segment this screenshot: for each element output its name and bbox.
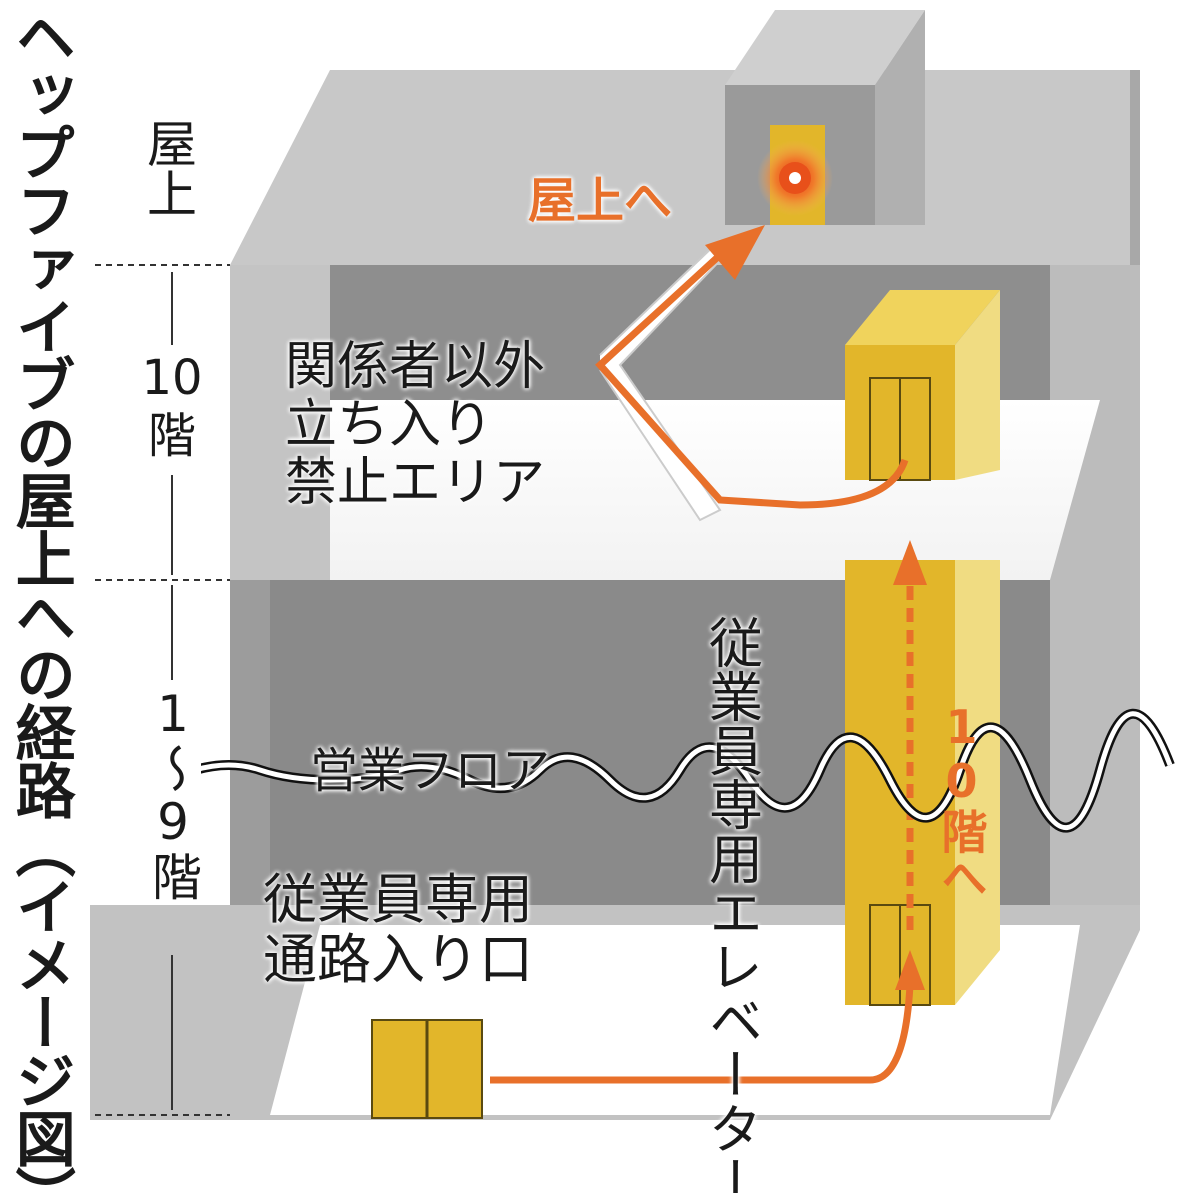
label-to-rooftop: 屋上へ <box>528 173 673 229</box>
route-ground <box>490 984 914 1084</box>
label-to-tenth: 10階へ <box>934 700 989 900</box>
stair-tower-side <box>875 10 925 225</box>
restricted-line-1: 関係者以外 <box>285 337 546 397</box>
restricted-line-2: 立ち入り <box>285 395 494 456</box>
stair-tower-top <box>725 10 925 85</box>
staff-entrance-label: 従業員専用 通路入り口 <box>263 868 533 992</box>
restricted-area-label: 関係者以外 立ち入り 禁止エリア <box>285 338 545 513</box>
staff-elevator-line-2: エレベーター <box>699 885 763 1193</box>
floor-label-tenth: 10階 <box>140 350 204 466</box>
staff-elevator-line-1: 従業員専用 <box>699 615 763 885</box>
sales-floor-label: 営業フロア <box>310 743 551 799</box>
tenth-floor-right <box>1050 265 1140 580</box>
staff-entrance-line-2: 通路入り口 <box>263 928 533 992</box>
diagram-title: ヘップファイブの屋上への経路（イメージ図） <box>5 6 76 1193</box>
floor-label-lower: 1〜9階 <box>144 685 202 901</box>
staff-entrance-line-1: 従業員専用 <box>263 868 533 931</box>
restricted-line-3: 禁止エリア <box>285 453 546 514</box>
floor-label-rooftop: 屋上 <box>139 118 197 218</box>
route-tenth <box>595 252 909 509</box>
staff-elevator-label: 従業員専用 エレベーター <box>699 615 763 1193</box>
roof-side <box>1130 70 1140 265</box>
tenth-floor-left-wall <box>230 265 330 580</box>
roof-top <box>230 70 1130 265</box>
